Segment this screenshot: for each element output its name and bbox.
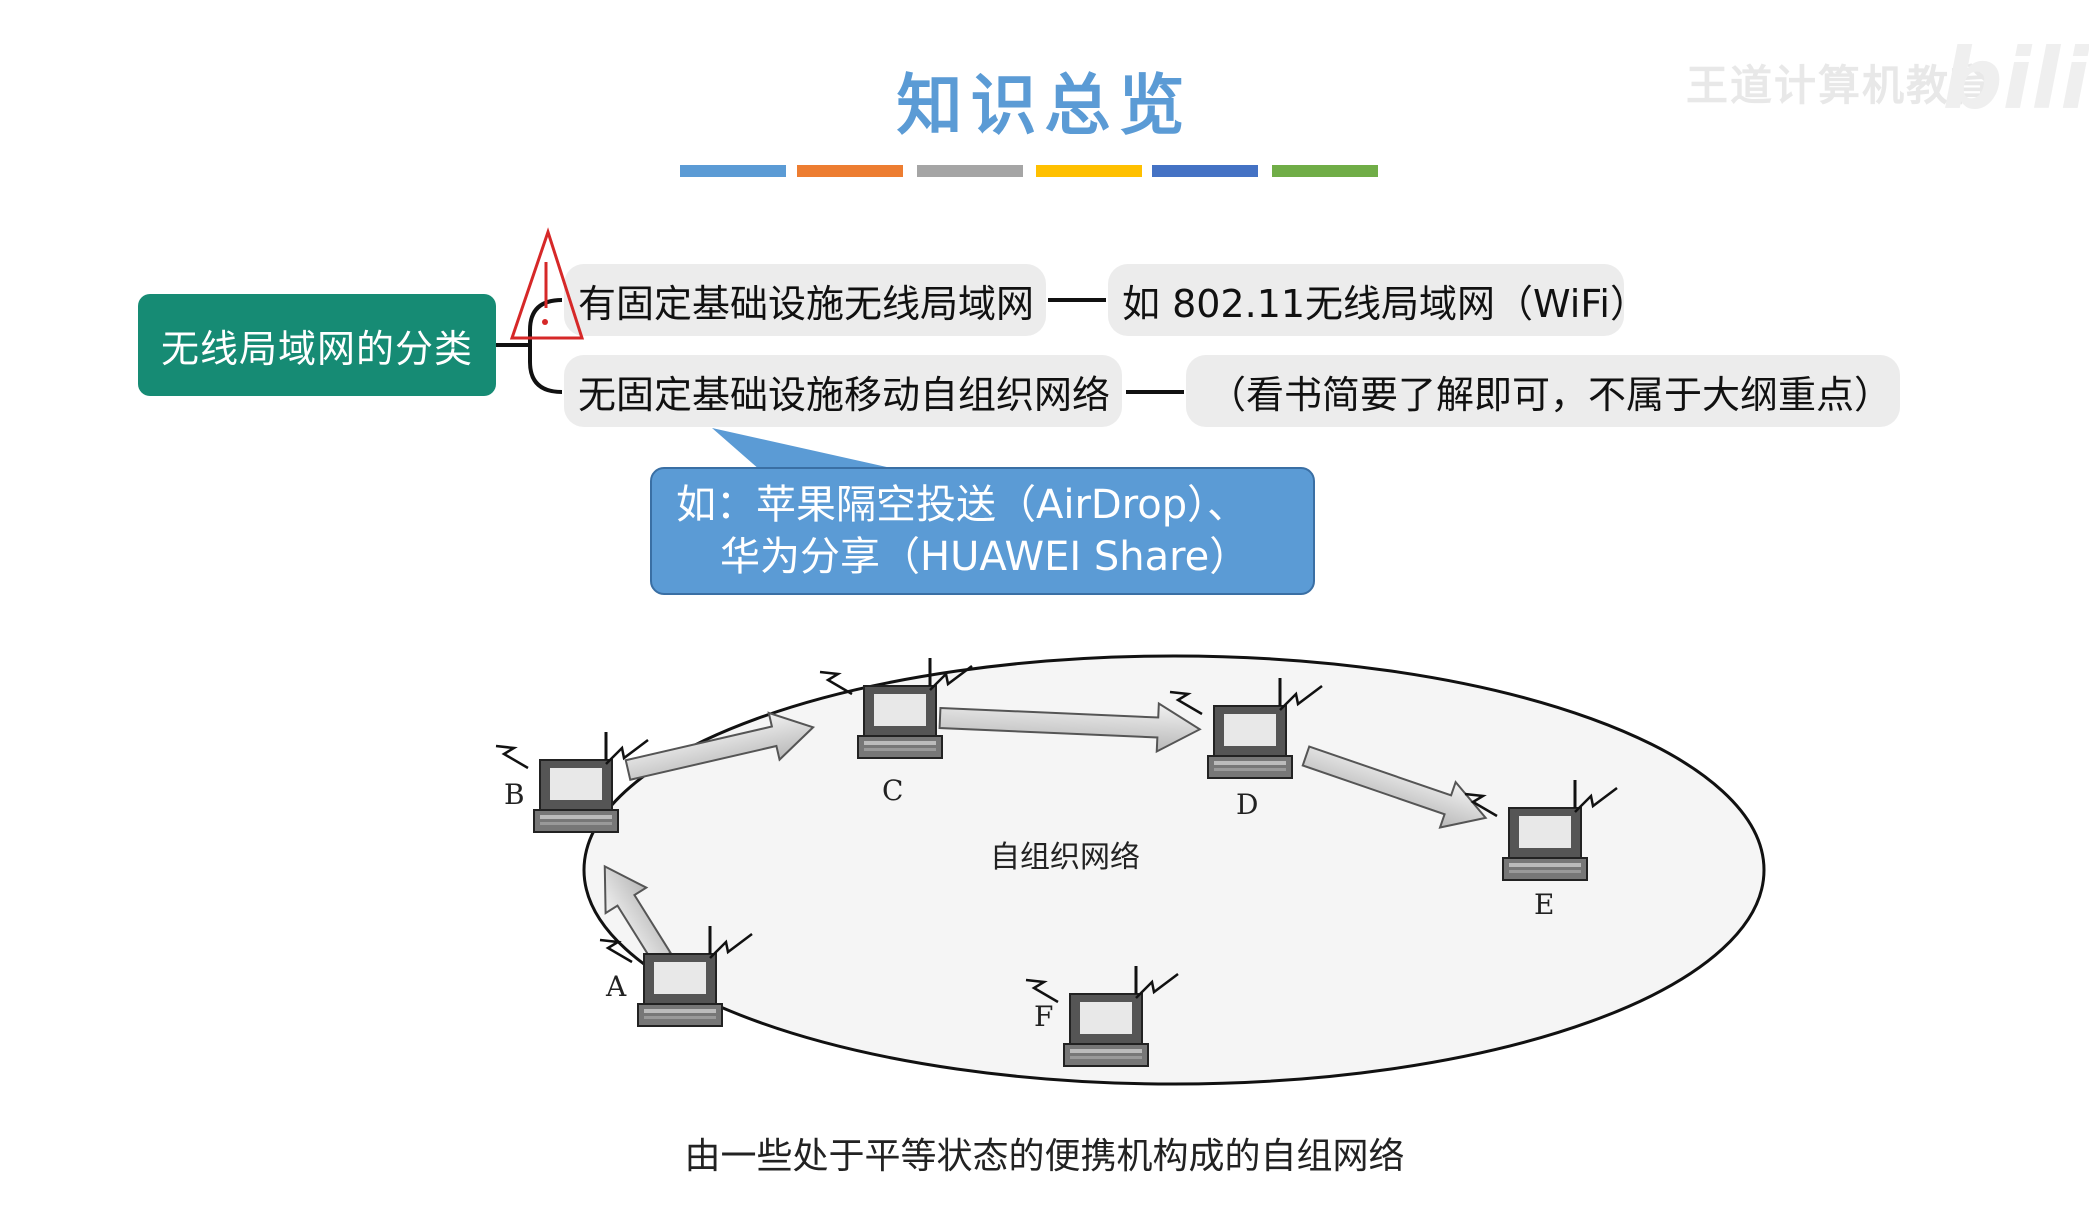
connector-line <box>1048 298 1106 302</box>
watermark-logo: bili <box>1942 30 2089 128</box>
callout-line-1: 如：苹果隔空投送（AirDrop）、 <box>676 482 1248 528</box>
color-bar-segment <box>797 165 903 177</box>
color-bar-segment <box>1272 165 1378 177</box>
mindmap-root: 无线局域网的分类 <box>138 294 496 396</box>
color-bar-segment <box>917 165 1023 177</box>
color-bar-segment <box>680 165 786 177</box>
arrow-b-to-c <box>624 711 816 781</box>
node-label-e: E <box>1534 888 1555 921</box>
node-label-d: D <box>1236 788 1259 821</box>
arrow-d-to-e <box>1301 745 1488 829</box>
node-label-b: B <box>504 778 525 811</box>
example-callout: 如：苹果隔空投送（AirDrop）、 华为分享（HUAWEI Share） <box>650 467 1315 595</box>
network-center-label: 自组织网络 <box>990 840 1140 875</box>
connector-line <box>1126 390 1184 394</box>
network-boundary <box>582 654 1766 1086</box>
branch-fixed-infrastructure-note: 如 802.11无线局域网（WiFi） <box>1108 264 1648 336</box>
page-title: 知识总览 <box>896 66 1193 144</box>
callout-line-2: 华为分享（HUAWEI Share） <box>720 534 1250 580</box>
branch-ad-hoc-network: 无固定基础设施移动自组织网络 <box>564 355 1122 427</box>
branch-fixed-infrastructure: 有固定基础设施无线局域网 <box>564 264 1046 336</box>
node-label-f: F <box>1034 1000 1054 1033</box>
color-bar-segment <box>1152 165 1258 177</box>
arrow-c-to-d <box>938 701 1202 754</box>
color-bar-segment <box>1036 165 1142 177</box>
arrow-a-to-b <box>603 864 672 965</box>
node-label-a: A <box>606 970 627 1003</box>
figure-caption: 由一些处于平等状态的便携机构成的自组网络 <box>684 1136 1405 1177</box>
watermark-text: 王道计算机教育 <box>1685 61 1994 110</box>
node-label-c: C <box>882 774 904 807</box>
branch-ad-hoc-note: （看书简要了解即可，不属于大纲重点） <box>1186 355 1900 427</box>
